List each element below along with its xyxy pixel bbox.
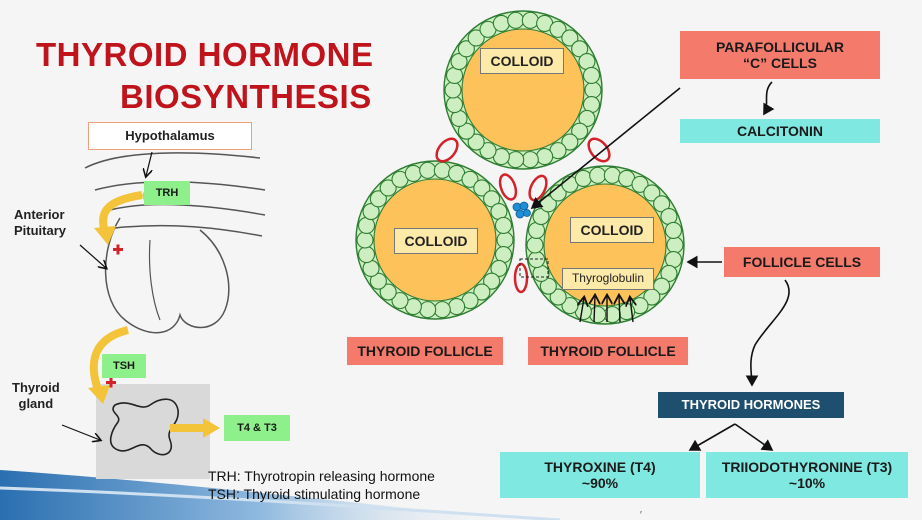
legend: TRH: Thyrotropin releasing hormone TSH: …	[208, 468, 435, 503]
follicle-cell	[483, 190, 501, 208]
follicle-cell	[527, 251, 546, 269]
thyroxine-label: THYROXINE (T4) ~90%	[500, 452, 700, 498]
thyroid-hormones-label: THYROID HORMONES	[658, 392, 844, 418]
thyroglobulin-label: Thyroglobulin	[562, 268, 654, 290]
follicle-cell	[507, 11, 525, 29]
plus-icon	[106, 244, 123, 388]
pituitary-gland-outline	[104, 217, 230, 334]
follicle-cell	[419, 301, 437, 319]
follicle-cell	[526, 236, 544, 254]
follicle-cell	[369, 272, 387, 290]
follicle-cell	[603, 166, 621, 184]
thyroid-gland-label: Thyroid gland	[12, 380, 60, 411]
follicle-cell	[521, 11, 539, 29]
trh-label: TRH	[144, 181, 190, 205]
follicle-cell	[445, 96, 464, 114]
follicle-cell	[404, 164, 422, 182]
calcitonin-label: CALCITONIN	[680, 119, 880, 143]
follicle-cell	[549, 20, 567, 38]
trh-yellow-arrow	[99, 191, 143, 234]
hypothalamus-label: Hypothalamus	[88, 122, 252, 150]
follicle-cell	[473, 283, 491, 301]
follicle-cell	[666, 236, 684, 254]
follicle-cell	[490, 259, 508, 278]
colloid-top-label: COLLOID	[480, 48, 564, 74]
follicle-cell	[362, 202, 380, 221]
follicle-cell	[369, 190, 387, 208]
follicle-cell	[578, 109, 596, 128]
follicle-cell	[561, 133, 579, 151]
follicle-cell	[473, 179, 491, 197]
follicle-cell	[571, 122, 589, 140]
follicle-cell	[664, 221, 683, 239]
follicle-cell	[357, 246, 376, 264]
follicle-cell	[496, 231, 514, 249]
thyroid-gland-outline	[109, 398, 179, 456]
follicle-cell	[479, 142, 497, 160]
follicle-cell	[433, 301, 451, 319]
zoom-dashed-box	[519, 258, 549, 278]
colloid-left-label: COLLOID	[394, 228, 478, 254]
follicle-cell	[589, 166, 607, 184]
title-line-1: THYROID HORMONE	[36, 36, 374, 73]
follicle-cell	[356, 231, 374, 249]
follicle-cell	[457, 40, 475, 58]
follicle-top	[443, 10, 603, 170]
follicle-cell	[419, 161, 437, 179]
thyroglobulin-arrows	[580, 296, 633, 323]
legend-tsh: TSH: Thyroid stimulating hormone	[208, 485, 421, 502]
triiodothyronine-label: TRIIODOTHYRONINE (T3) ~10%	[706, 452, 908, 498]
tsh-label: TSH	[102, 354, 146, 378]
follicle-cell	[589, 306, 607, 324]
secretory-granules	[512, 201, 531, 219]
svg-text:′: ′	[640, 510, 642, 520]
thyroid-follicle-label-right: THYROID FOLLICLE	[528, 337, 688, 365]
follicle-cell	[631, 175, 649, 193]
thyroid-follicle-label-left: THYROID FOLLICLE	[347, 337, 503, 365]
follicle-cell	[494, 216, 513, 234]
colloid-right-label: COLLOID	[570, 217, 654, 243]
follicle-cell	[660, 264, 678, 283]
follicle-cell	[379, 283, 397, 301]
follicle-cell	[467, 29, 485, 47]
follicle-cell	[461, 170, 479, 188]
follicle-right	[525, 165, 685, 325]
follicle-cell	[584, 81, 602, 99]
follicle-cell	[549, 288, 567, 306]
anterior-pituitary-label: Anterior Pituitary	[14, 207, 67, 238]
follicle-cell	[507, 151, 525, 169]
follicle-cell	[450, 52, 468, 71]
follicle-cell	[391, 292, 409, 310]
follicle-cell	[483, 272, 501, 290]
follicle-cell	[582, 66, 601, 84]
parafollicular-cells	[435, 137, 611, 294]
follicle-cell	[561, 29, 579, 47]
follicle-cell	[467, 133, 485, 151]
follicle-cell	[448, 298, 466, 316]
follicle-cell	[653, 195, 671, 213]
legend-trh: TRH: Thyrotropin releasing hormone	[208, 468, 435, 484]
t4-t3-label: T4 & T3	[224, 415, 290, 441]
follicle-cell	[433, 161, 451, 179]
follicle-cell	[492, 14, 510, 32]
follicle-cell	[521, 151, 539, 169]
parafollicular-cells-label: PARAFOLLICULAR “C” CELLS	[680, 31, 880, 79]
follicle-cell	[643, 184, 661, 202]
tsh-yellow-arrow	[89, 326, 130, 392]
follicle-cell	[539, 277, 557, 295]
follicle-cell	[457, 122, 475, 140]
follicle-cell	[444, 81, 462, 99]
follicle-cell	[571, 40, 589, 58]
follicle-cells-label: FOLLICLE CELLS	[724, 247, 880, 277]
follicle-cell	[536, 148, 554, 166]
follicle-cell	[379, 179, 397, 197]
title-line-2: BIOSYNTHESIS	[120, 78, 372, 115]
follicle-cell	[574, 169, 592, 187]
